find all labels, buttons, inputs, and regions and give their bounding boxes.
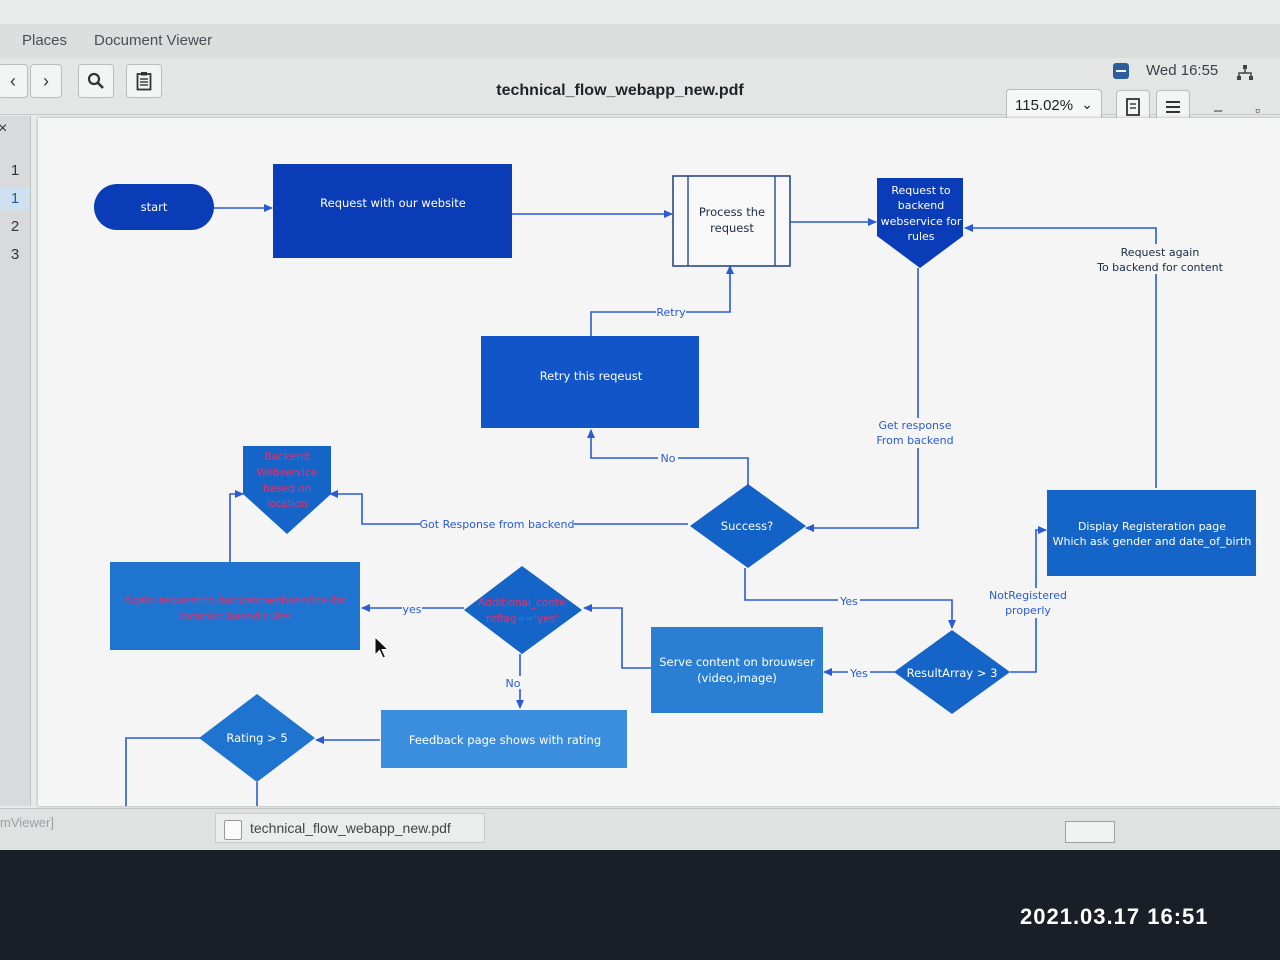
document-title: technical_flow_webapp_new.pdf	[496, 82, 744, 99]
result-array-label: ResultArray > 3	[907, 666, 998, 680]
additional-content-label-1: Additional_conte	[478, 597, 565, 609]
chevron-right-icon: ›	[43, 70, 49, 91]
taskbar: mViewer] technical_flow_webapp_new.pdf	[0, 808, 1280, 850]
process-request-label-2: request	[710, 221, 754, 235]
feedback-page-box	[381, 710, 627, 768]
page-thumb-1[interactable]: 1	[10, 162, 20, 179]
edge-serve-additional	[583, 604, 652, 669]
close-sidebar-icon[interactable]: ×	[0, 120, 8, 137]
edge-label-no-additional: No	[506, 677, 521, 690]
page-thumb-1-selected[interactable]: 1	[0, 188, 30, 210]
start-label: start	[141, 200, 168, 214]
edge-label-get-response-2: From backend	[876, 434, 953, 447]
zoom-value: 115.02%	[1015, 97, 1074, 114]
additional-content-diamond	[464, 566, 582, 654]
top-menubar: Places Document Viewer	[0, 24, 1280, 58]
search-button[interactable]	[78, 64, 114, 98]
edge-label-yes-additional: yes	[402, 603, 421, 616]
serve-content-label-1: Serve content on brouwser	[659, 655, 815, 669]
edge-label-request-again-1: Request again	[1121, 246, 1200, 259]
request-backend-label-2: backend	[898, 199, 944, 212]
edge-retry-process	[590, 265, 734, 338]
photo-timestamp: 2021.03.17 16:51	[1020, 904, 1209, 929]
taskbar-window-label: technical_flow_webapp_new.pdf	[250, 820, 451, 836]
thumbnail-sidebar: × 1 1 2 3	[0, 116, 31, 806]
backend-ws-node	[243, 446, 331, 534]
backend-ws-label-1: Backend	[265, 451, 310, 463]
document-icon	[1126, 98, 1140, 116]
edge-display-backend	[964, 224, 1157, 488]
edge-label-get-response-1: Get response	[878, 419, 951, 432]
backend-ws-label-2: Webservice	[257, 467, 318, 479]
pdf-page[interactable]: start Request with our website Process t…	[38, 118, 1280, 806]
edge-label-yes-result: Yes	[849, 667, 868, 680]
workspace-switcher[interactable]	[1065, 821, 1115, 843]
screen: Places Document Viewer ‹ ›	[0, 0, 1280, 850]
again-request-box	[110, 562, 360, 650]
chevron-left-icon: ‹	[10, 70, 16, 91]
document-icon	[224, 820, 242, 840]
display-registration-label-2: Which ask gender and date_of_birth	[1053, 535, 1252, 548]
request-backend-label-3: webservice for	[881, 215, 962, 228]
request-backend-node	[877, 178, 963, 268]
edge-label-no-retry: No	[661, 452, 676, 465]
again-request-label-1: Again request to backendwebservice for	[124, 594, 346, 607]
retry-request-label: Retry this reqeust	[540, 369, 643, 383]
process-request-label-1: Process the	[699, 205, 765, 219]
serve-content-box	[651, 627, 823, 713]
clock[interactable]: Wed 16:55	[1146, 62, 1219, 79]
toolbar: ‹ ›	[0, 58, 1280, 124]
places-menu[interactable]: Places	[22, 32, 68, 49]
network-icon[interactable]	[1236, 64, 1254, 82]
success-label: Success?	[721, 519, 773, 533]
process-request-box	[672, 175, 791, 267]
edge-label-not-registered-1: NotRegistered	[989, 589, 1067, 602]
menu-icon	[1166, 101, 1180, 113]
taskbar-window-item[interactable]: technical_flow_webapp_new.pdf	[215, 813, 485, 843]
request-backend-label-4: rules	[907, 230, 934, 243]
chevron-down-icon: ⌄	[1081, 96, 1093, 112]
edge-backend-success	[805, 268, 919, 532]
page-thumb-3[interactable]: 3	[10, 246, 20, 263]
display-registration-box	[1047, 490, 1256, 576]
retry-request-box	[481, 336, 699, 428]
forward-button[interactable]: ›	[30, 64, 62, 98]
minimize-button[interactable]: –	[1214, 102, 1223, 119]
page-thumb-2[interactable]: 2	[10, 218, 20, 235]
backend-ws-label-3: based on	[263, 483, 311, 495]
display-registration-label-1: Display Registeration page	[1078, 520, 1226, 533]
again-request-label-2: location based rules	[180, 610, 291, 623]
flowchart-diagram: start Request with our website Process t…	[94, 164, 1256, 806]
edge-label-got-response: Got Response from backend	[420, 518, 575, 531]
request-website-box	[273, 164, 512, 258]
start-terminator	[94, 184, 214, 230]
success-diamond	[690, 484, 806, 568]
maximize-button[interactable]: ▫	[1255, 102, 1260, 118]
request-website-label: Request with our website	[320, 196, 466, 210]
network-indicator-icon	[1113, 63, 1129, 79]
serve-content-label-2: (video,image)	[697, 671, 777, 685]
feedback-page-label: Feedback page shows with rating	[409, 733, 601, 747]
rating-diamond	[199, 694, 315, 782]
edge-rating-left	[125, 737, 202, 806]
result-array-diamond	[894, 630, 1010, 714]
clipboard-icon	[136, 72, 152, 91]
back-button[interactable]: ‹	[0, 64, 28, 98]
taskbar-left-label: mViewer]	[0, 815, 54, 830]
additional-content-label-2: ntflag=='yes'	[486, 613, 558, 625]
zoom-select[interactable]: 115.02% ⌄	[1006, 89, 1102, 123]
edge-label-not-registered-2: properly	[1005, 604, 1051, 617]
app-menu[interactable]: Document Viewer	[94, 32, 213, 49]
rating-label: Rating > 5	[226, 731, 287, 745]
edge-label-request-again-2: To backend for content	[1096, 261, 1223, 274]
search-icon	[87, 72, 104, 89]
edge-label-yes-success: Yes	[839, 595, 858, 608]
mouse-cursor-icon	[374, 636, 390, 659]
edge-again-backendws	[229, 490, 244, 562]
backend-ws-label-4: location	[266, 498, 308, 510]
thumbnails-button[interactable]	[126, 64, 162, 98]
edge-label-retry: Retry	[656, 306, 686, 319]
request-backend-label-1: Request to	[891, 184, 950, 197]
